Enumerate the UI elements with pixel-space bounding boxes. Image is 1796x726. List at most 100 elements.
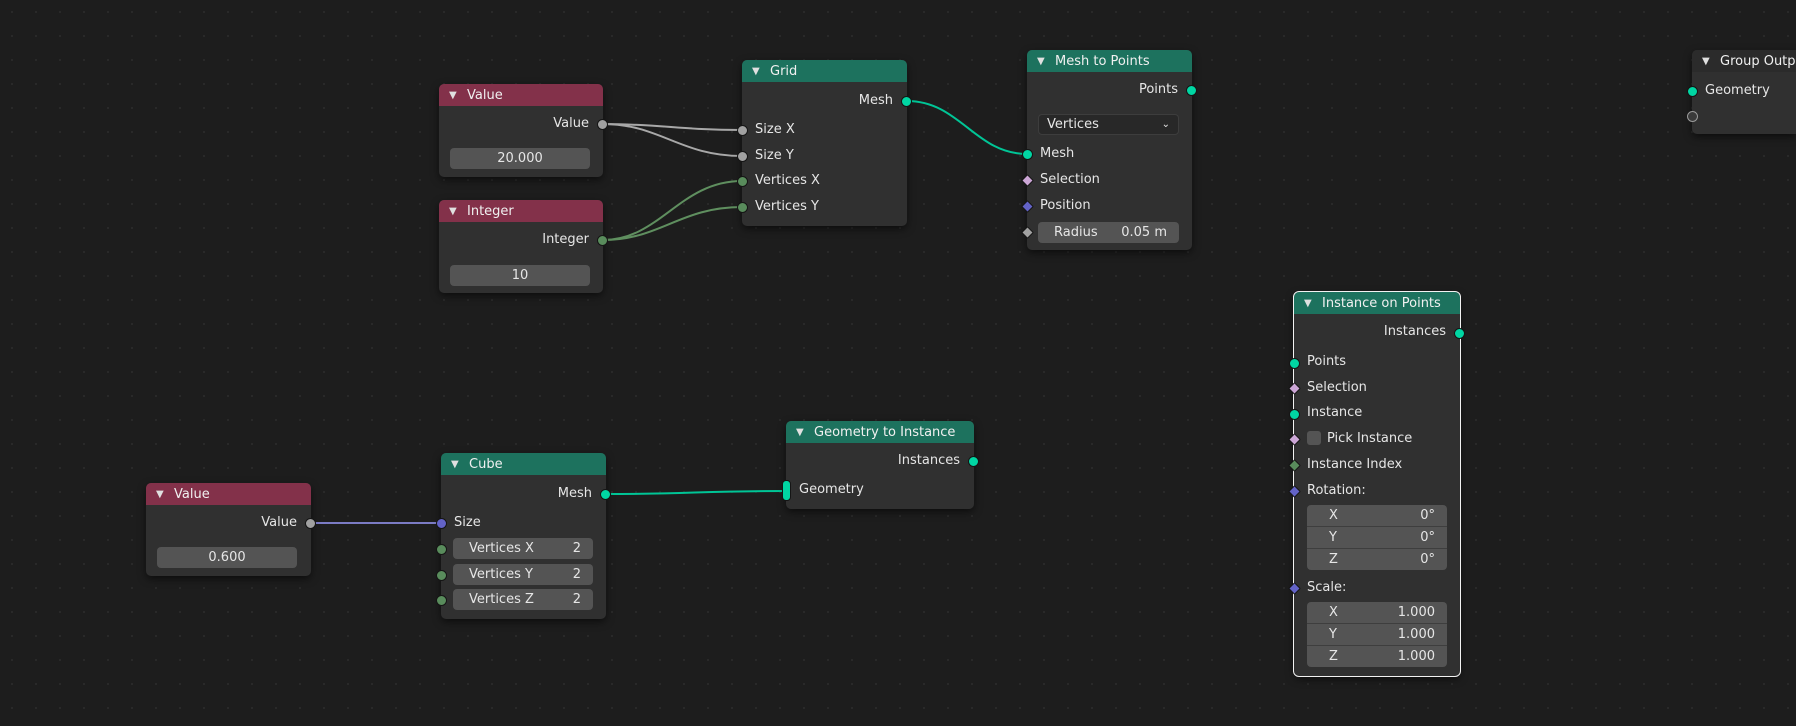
input-label: Size xyxy=(454,515,481,530)
integer-node[interactable]: ▼ Integer Integer 10 xyxy=(439,200,608,293)
input-socket-vertices-x[interactable] xyxy=(436,544,447,555)
rotation-vector-field[interactable]: X 0° Y 0° Z 0° xyxy=(1307,505,1447,570)
input-socket-mesh[interactable] xyxy=(1022,149,1033,160)
input-socket-points[interactable] xyxy=(1289,358,1300,369)
axis-label: Y xyxy=(1329,530,1337,545)
input-socket-geometry[interactable] xyxy=(1687,86,1698,97)
link-integer-vertices-y xyxy=(602,206,743,241)
input-label: Geometry xyxy=(799,482,864,497)
output-label: Integer xyxy=(542,232,589,247)
node-title: Value xyxy=(174,486,210,502)
input-socket-vertices-x[interactable] xyxy=(737,176,748,187)
node-title: Value xyxy=(467,87,503,103)
input-label: Rotation: xyxy=(1307,483,1366,498)
group-output-node[interactable]: ▼ Group Outp Geometry xyxy=(1687,50,1796,134)
input-socket-vertices-y[interactable] xyxy=(436,570,447,581)
field-label: Vertices Y xyxy=(469,567,533,582)
chevron-down-icon[interactable]: ▼ xyxy=(752,65,760,77)
node-header[interactable]: ▼ Group Outp xyxy=(1692,50,1796,72)
chevron-down-icon[interactable]: ▼ xyxy=(449,89,457,101)
rotation-z[interactable]: Z 0° xyxy=(1307,549,1447,570)
input-socket-radius[interactable] xyxy=(1021,226,1034,239)
input-socket-instance[interactable] xyxy=(1289,409,1300,420)
input-socket-empty[interactable] xyxy=(1687,111,1698,122)
grid-node[interactable]: ▼ Grid Mesh Size X Size Y Vertices X Ver… xyxy=(737,60,912,226)
cube-node[interactable]: ▼ Cube Mesh Size Vertices X 2 Vertices Y… xyxy=(436,453,611,619)
output-socket-value[interactable] xyxy=(305,518,316,529)
chevron-down-icon[interactable]: ▼ xyxy=(451,458,459,470)
input-socket-selection[interactable] xyxy=(1288,382,1301,395)
axis-value: 0° xyxy=(1420,508,1435,523)
scale-vector-field[interactable]: X 1.000 Y 1.000 Z 1.000 xyxy=(1307,602,1447,667)
output-label: Value xyxy=(553,116,589,131)
mode-dropdown[interactable]: Vertices ⌄ xyxy=(1038,114,1179,135)
input-socket-vertices-z[interactable] xyxy=(436,595,447,606)
chevron-down-icon[interactable]: ▼ xyxy=(796,426,804,438)
node-header[interactable]: ▼ Integer xyxy=(439,200,603,222)
node-header[interactable]: ▼ Instance on Points xyxy=(1294,292,1460,314)
input-socket-position[interactable] xyxy=(1021,200,1034,213)
input-socket-size[interactable] xyxy=(436,518,447,529)
integer-field[interactable]: 10 xyxy=(450,265,590,286)
radius-value: 0.05 m xyxy=(1121,225,1167,240)
rotation-y[interactable]: Y 0° xyxy=(1307,527,1447,549)
axis-label: Z xyxy=(1329,552,1338,567)
output-socket-instances[interactable] xyxy=(968,456,979,467)
vertices-y-field[interactable]: Vertices Y 2 xyxy=(453,564,593,585)
input-label: Points xyxy=(1307,354,1347,369)
radius-field[interactable]: Radius 0.05 m xyxy=(1038,222,1179,243)
chevron-down-icon[interactable]: ▼ xyxy=(449,205,457,217)
output-socket-mesh[interactable] xyxy=(600,489,611,500)
value-node-top[interactable]: ▼ Value Value 20.000 xyxy=(439,84,608,177)
node-header[interactable]: ▼ Cube xyxy=(441,453,606,475)
input-label: Size X xyxy=(755,122,795,137)
node-header[interactable]: ▼ Value xyxy=(439,84,603,106)
node-title: Group Outp xyxy=(1720,53,1796,69)
geometry-to-instance-node[interactable]: ▼ Geometry to Instance Instances Geometr… xyxy=(782,421,979,509)
input-socket-selection[interactable] xyxy=(1021,174,1034,187)
scale-y[interactable]: Y 1.000 xyxy=(1307,624,1447,646)
node-header[interactable]: ▼ Value xyxy=(146,483,311,505)
input-socket-rotation[interactable] xyxy=(1288,485,1301,498)
scale-x[interactable]: X 1.000 xyxy=(1307,602,1447,624)
input-label: Vertices X xyxy=(755,173,820,188)
node-header[interactable]: ▼ Geometry to Instance xyxy=(786,421,974,443)
input-socket-size-x[interactable] xyxy=(737,125,748,136)
node-title: Instance on Points xyxy=(1322,295,1441,311)
input-socket-geometry-multi[interactable] xyxy=(782,480,791,501)
value-field[interactable]: 20.000 xyxy=(450,148,590,169)
output-socket-integer[interactable] xyxy=(597,235,608,246)
output-socket-instances[interactable] xyxy=(1454,328,1465,339)
output-socket-points[interactable] xyxy=(1186,85,1197,96)
chevron-down-icon[interactable]: ▼ xyxy=(1037,55,1045,67)
input-socket-pick-instance[interactable] xyxy=(1288,433,1301,446)
vertices-z-field[interactable]: Vertices Z 2 xyxy=(453,589,593,610)
axis-value: 1.000 xyxy=(1397,627,1435,642)
input-socket-scale[interactable] xyxy=(1288,582,1301,595)
instance-on-points-node[interactable]: ▼ Instance on Points Instances Points Se… xyxy=(1288,291,1465,677)
output-socket-mesh[interactable] xyxy=(901,96,912,107)
output-label: Instances xyxy=(897,453,960,468)
scale-z[interactable]: Z 1.000 xyxy=(1307,646,1447,667)
node-header[interactable]: ▼ Mesh to Points xyxy=(1027,50,1192,72)
output-label: Points xyxy=(1138,82,1178,97)
output-socket-value[interactable] xyxy=(597,119,608,130)
input-socket-size-y[interactable] xyxy=(737,151,748,162)
field-value: 2 xyxy=(572,567,581,582)
node-header[interactable]: ▼ Grid xyxy=(742,60,907,82)
input-socket-instance-index[interactable] xyxy=(1288,459,1301,472)
rotation-x[interactable]: X 0° xyxy=(1307,505,1447,527)
link-value-size-y xyxy=(602,123,743,157)
value-node-bottom[interactable]: ▼ Value Value 0.600 xyxy=(146,483,316,576)
vertices-x-field[interactable]: Vertices X 2 xyxy=(453,538,593,559)
input-label: Geometry xyxy=(1705,83,1770,98)
node-title: Integer xyxy=(467,203,514,219)
pick-instance-checkbox[interactable] xyxy=(1307,431,1321,445)
value-field[interactable]: 0.600 xyxy=(157,547,297,568)
input-socket-vertices-y[interactable] xyxy=(737,202,748,213)
mesh-to-points-node[interactable]: ▼ Mesh to Points Points Vertices ⌄ Mesh … xyxy=(1021,50,1197,250)
chevron-down-icon[interactable]: ▼ xyxy=(1702,55,1710,67)
chevron-down-icon[interactable]: ▼ xyxy=(156,488,164,500)
field-value: 2 xyxy=(572,541,581,556)
chevron-down-icon[interactable]: ▼ xyxy=(1304,297,1312,309)
